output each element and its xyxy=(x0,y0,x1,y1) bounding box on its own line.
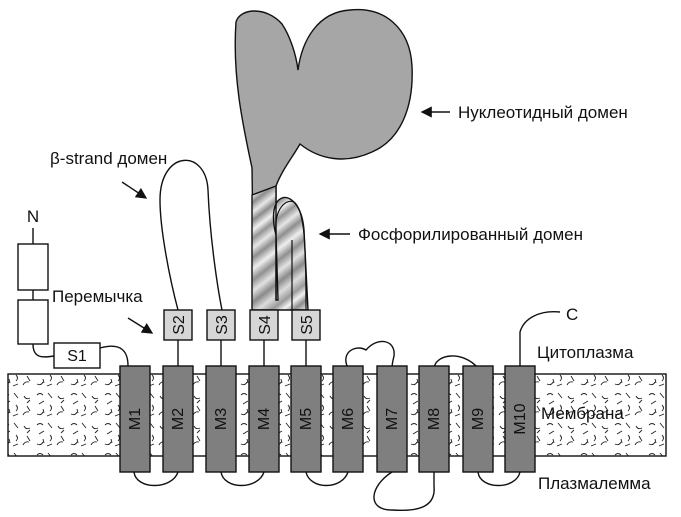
helix-label-m5: M5 xyxy=(298,408,315,430)
stalk-boxes: S2 S3 S4 S5 xyxy=(164,310,320,340)
label-c-terminus: C xyxy=(566,305,578,324)
stalk-label-s5: S5 xyxy=(299,315,316,335)
helix-label-m2: M2 xyxy=(170,408,187,430)
helix-label-m10: M10 xyxy=(512,403,529,434)
beta-strand-loop xyxy=(160,160,222,310)
n-tail-to-s1 xyxy=(33,344,54,357)
helix-label-m6: M6 xyxy=(340,408,357,430)
helix-label-m8: M8 xyxy=(426,408,443,430)
helix-label-m3: M3 xyxy=(213,408,230,430)
label-plasmalemma: Плазмалемма xyxy=(538,474,651,493)
label-n-terminus: N xyxy=(27,207,39,226)
helix-label-m1: M1 xyxy=(127,408,144,430)
label-phosphorylation-domain: Фосфорилированный домен xyxy=(358,225,583,244)
stalk-label-s4: S4 xyxy=(257,315,274,335)
extracellular-loops xyxy=(134,472,520,510)
stalk-label-s2: S2 xyxy=(171,315,188,335)
helix-label-m7: M7 xyxy=(384,408,401,430)
label-beta-strand-domain: β-strand домен xyxy=(50,149,167,168)
n-tail-box-1 xyxy=(18,244,48,290)
label-nucleotide-domain: Нуклеотидный домен xyxy=(458,103,628,122)
s1-to-m1 xyxy=(100,346,128,366)
n-tail-box-2 xyxy=(18,300,48,344)
helix-label-m9: M9 xyxy=(470,408,487,430)
stalk-label-s3: S3 xyxy=(214,315,231,335)
phosphorylation-domain-shape xyxy=(252,186,308,310)
label-cytoplasm: Цитоплазма xyxy=(537,343,634,362)
label-membrane: Мембрана xyxy=(541,404,624,423)
arrow-beta-strand xyxy=(122,182,146,198)
arrow-linker xyxy=(128,318,152,333)
helix-label-m4: M4 xyxy=(256,408,273,430)
label-linker: Перемычка xyxy=(52,287,143,306)
stalk-label-s1: S1 xyxy=(67,348,87,365)
